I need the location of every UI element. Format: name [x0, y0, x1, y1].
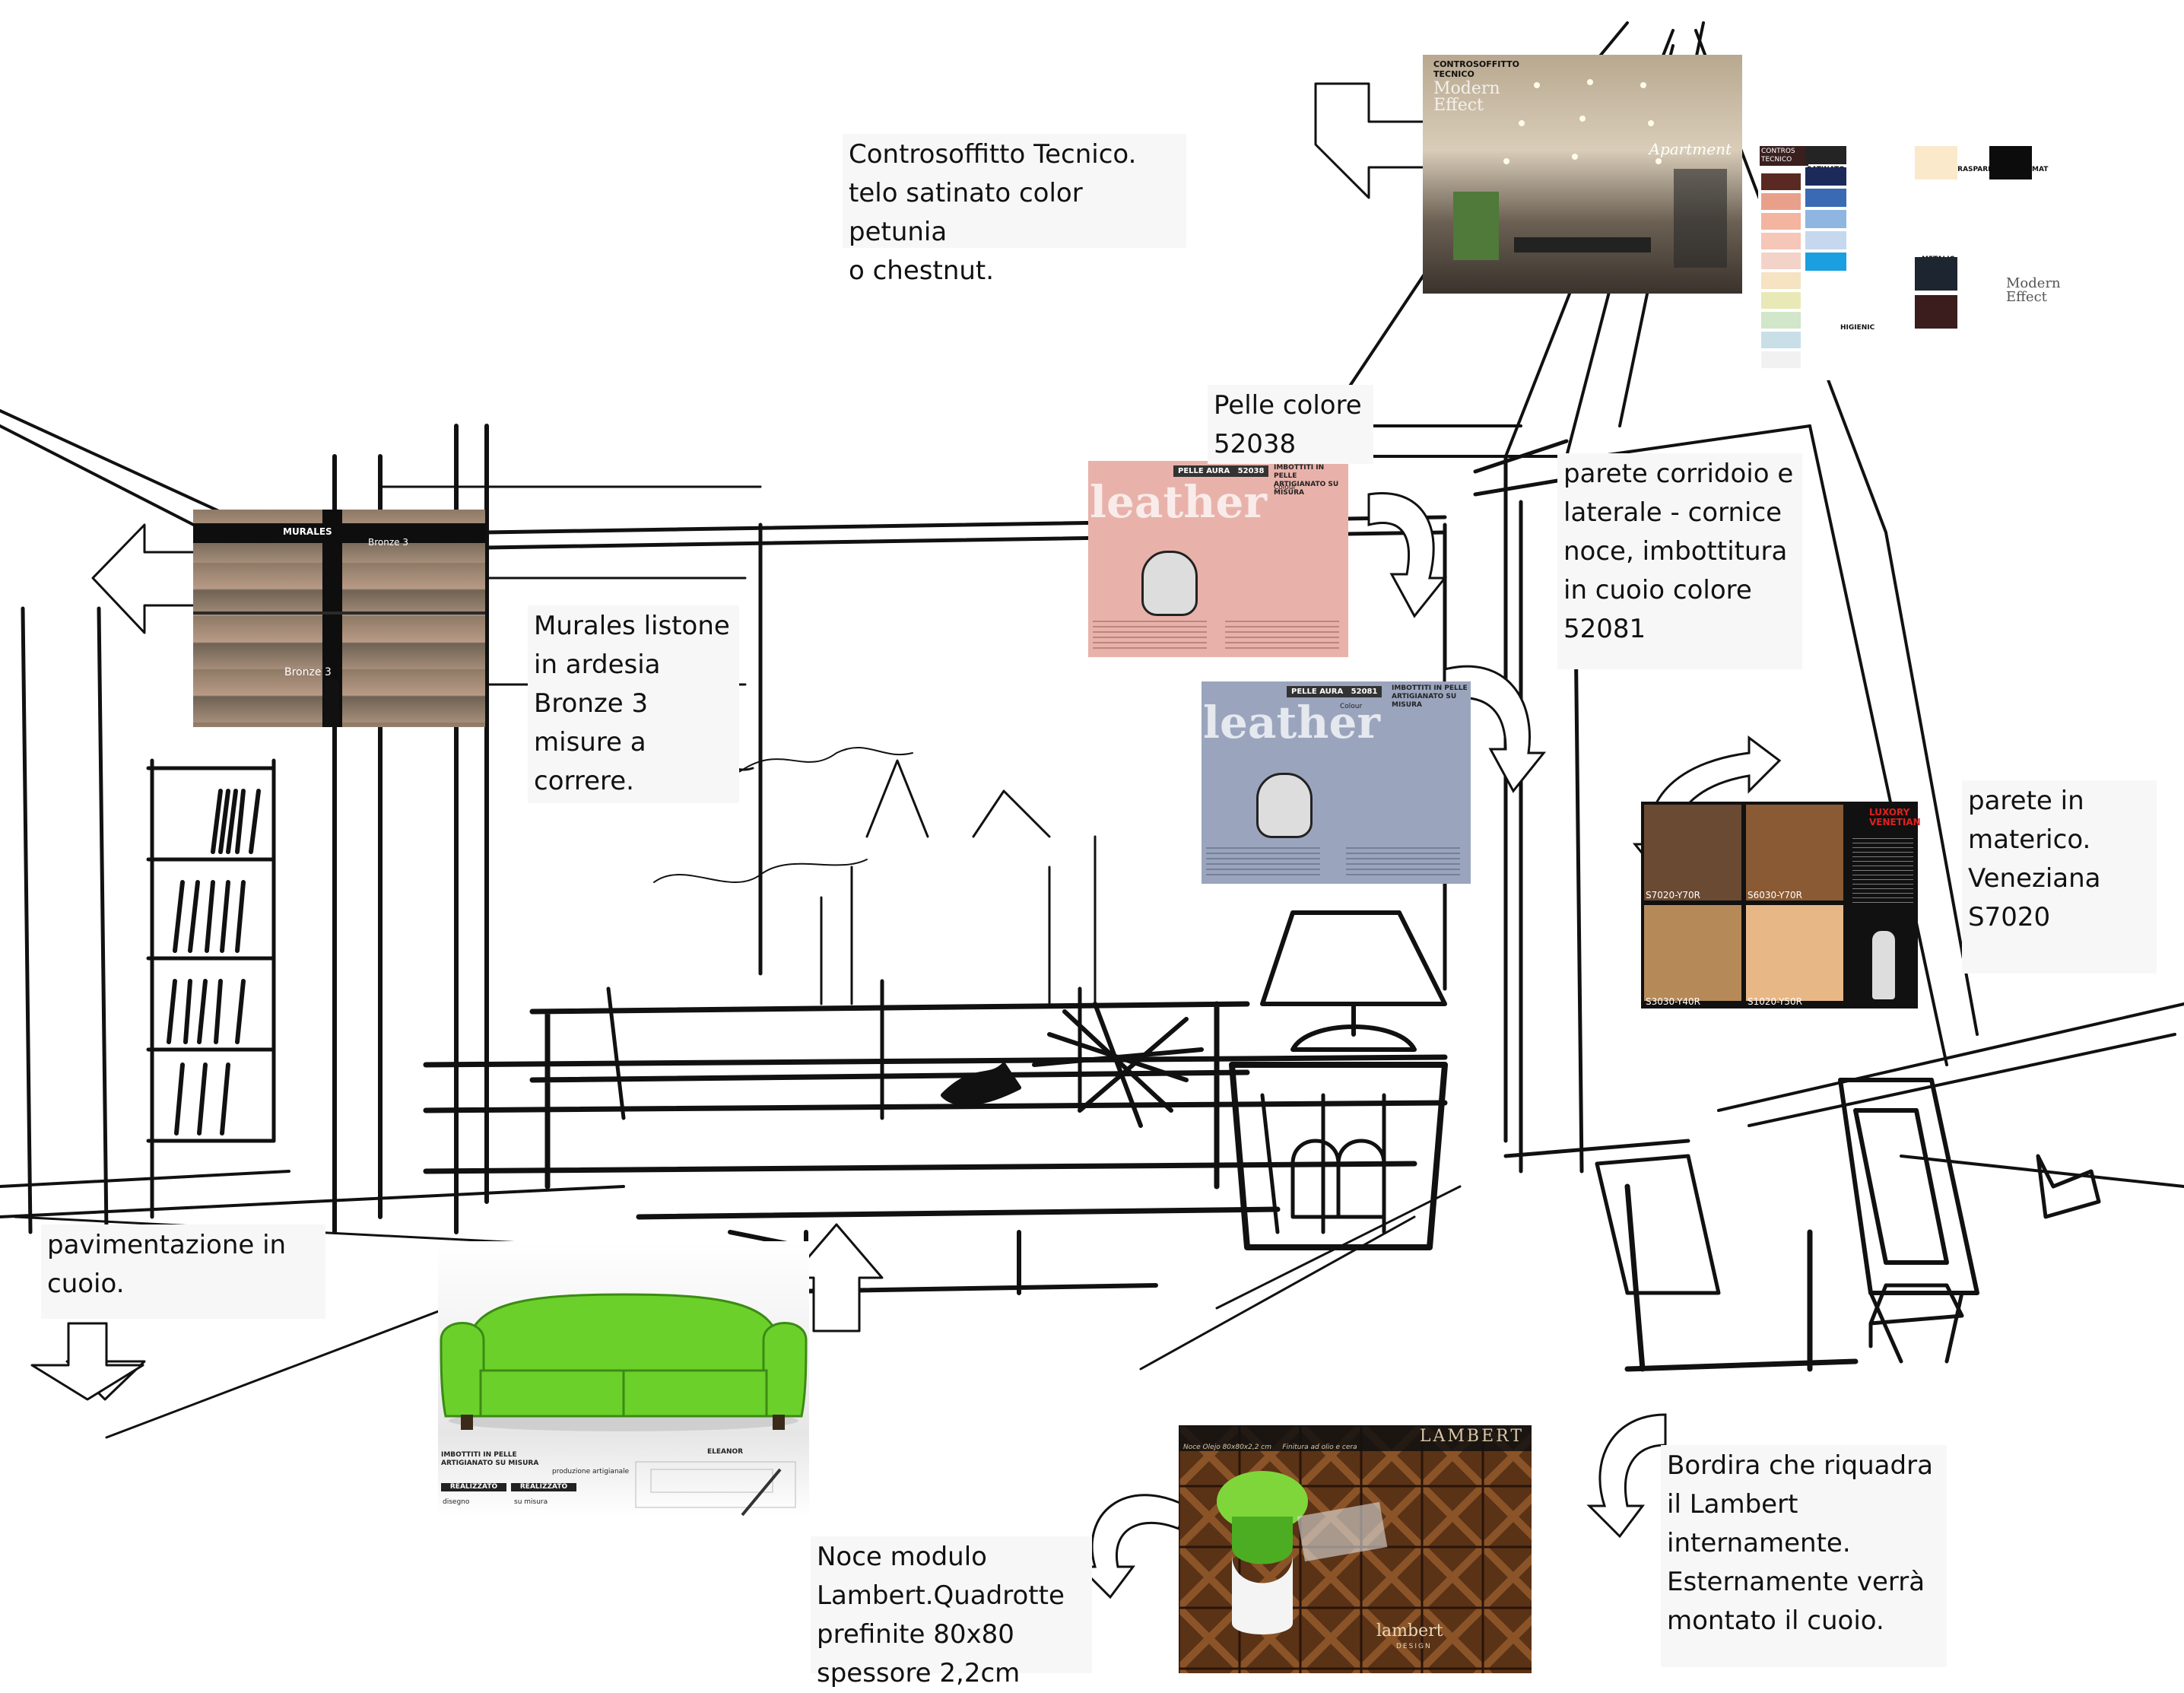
- murales-divider: [193, 611, 485, 615]
- sofa-model: ELEANOR: [707, 1448, 744, 1456]
- sofa-production: produzione artigianale: [552, 1468, 630, 1475]
- leather-pink-textblock-2: [1225, 621, 1339, 651]
- note-leather-color: Pelle colore 52038: [1208, 385, 1373, 464]
- leather-blue-code: PELLE AURA 52081: [1287, 686, 1382, 697]
- swatch-color-chip: [1915, 295, 1957, 329]
- venetian-sample-2: [1746, 805, 1843, 900]
- sofa-illustration: [440, 1293, 808, 1517]
- lambert-logo-sub: DESIGN: [1396, 1643, 1432, 1650]
- venetian-sample-3: [1644, 905, 1741, 1001]
- murales-title: MURALES: [283, 526, 332, 537]
- swatch-brand: Modern Effect: [2006, 275, 2061, 305]
- leather-pink-code: PELLE AURA 52038: [1173, 465, 1269, 477]
- swatch-color-chip: [1805, 189, 1846, 207]
- lambert-caption: Noce Olejo 80x80x2,2 cm Finitura ad olio…: [1183, 1444, 1357, 1451]
- swatch-color-chip: [1915, 146, 1957, 179]
- venetian-brand: LUXORY VENETIAN: [1869, 807, 1921, 827]
- leather-blue-face: [1256, 773, 1313, 838]
- note-border: Bordira che riquadra il Lambert internam…: [1661, 1445, 1947, 1667]
- leather-pink-header: IMBOTTITI IN PELLE ARTIGIANATO SU MISURA: [1274, 464, 1339, 497]
- swatch-color-chip: [1761, 292, 1801, 309]
- note-walnut: Noce modulo Lambert.Quadrotte prefinite …: [811, 1536, 1092, 1688]
- lambert-brand: LAMBERT: [1419, 1427, 1524, 1446]
- swatch-col-trasparent: TRASPARENT: [1953, 166, 2004, 173]
- swatch-color-chip: [1761, 351, 1801, 368]
- swatch-grid: [1761, 146, 2032, 368]
- note-corridor-wall: parete corridoio e laterale - cornice no…: [1557, 453, 1802, 669]
- ceiling-card-title: CONTROSOFFITTO TECNICO: [1433, 59, 1519, 79]
- sofa-tag-1: REALIZZATO: [441, 1483, 506, 1491]
- murales-slate-card: MURALES Bronze 3 Bronze 3: [193, 510, 485, 727]
- parquet-pattern: [1179, 1425, 1532, 1673]
- swatch-color-chip: [1805, 253, 1846, 271]
- leather-pink-word: leather: [1090, 476, 1267, 528]
- venetian-label-3: S3030-Y40R: [1646, 996, 1700, 1007]
- sofa-tag-2: REALIZZATO: [511, 1483, 576, 1491]
- leather-pink-textblock: [1093, 621, 1207, 651]
- lambert-logo: lambert: [1376, 1622, 1443, 1641]
- leather-blue-sub: Colour: [1340, 703, 1363, 710]
- swatch-color-chip: [1805, 210, 1846, 228]
- leather-blue-textblock: [1206, 847, 1320, 878]
- swatch-header: CONTROS TECNICO: [1760, 146, 1808, 166]
- venetian-sample-4: [1746, 905, 1843, 1001]
- leather-blue-textblock-2: [1346, 847, 1460, 878]
- venetian-label-1: S7020-Y70R: [1646, 890, 1700, 900]
- note-venetian-wall: parete in materico. Veneziana S7020: [1962, 780, 2157, 974]
- swatch-color-chip: [1805, 146, 1846, 164]
- sofa-tag-1-sub: disegno: [443, 1498, 470, 1506]
- note-murales: Murales listone in ardesia Bronze 3 misu…: [528, 605, 739, 803]
- venetian-worker-figure: [1872, 931, 1895, 999]
- swatch-color-chip: [1761, 332, 1801, 348]
- venetian-sample-1: [1644, 805, 1741, 900]
- swatch-color-chip: [1761, 253, 1801, 269]
- leather-pink-face: [1141, 551, 1198, 616]
- leather-blue-word: leather: [1203, 697, 1380, 748]
- leather-blue-header: IMBOTTITI IN PELLE ARTIGIANATO SU MISURA: [1392, 685, 1468, 709]
- swatch-color-chip: [1761, 173, 1801, 190]
- lambert-floor-card: LAMBERT Noce Olejo 80x80x2,2 cm Finitura…: [1179, 1425, 1532, 1673]
- swatch-col-mat: MAT: [2032, 166, 2049, 173]
- swatch-color-chip: [1761, 213, 1801, 230]
- sofa-tag-2-sub: su misura: [514, 1498, 548, 1506]
- swatch-color-chip: [1761, 233, 1801, 249]
- swatch-color-chip: [1915, 257, 1957, 291]
- ceiling-light-dots: [1453, 79, 1727, 268]
- note-floor: pavimentazione in cuoio.: [41, 1224, 325, 1319]
- ceiling-card-label: Apartment: [1649, 140, 1732, 158]
- leather-pink-card: PELLE AURA 52038 IMBOTTITI IN PELLE ARTI…: [1088, 461, 1348, 657]
- green-sofa-card: IMBOTTITI IN PELLE ARTIGIANATO SU MISURA…: [438, 1241, 809, 1517]
- leather-blue-card: PELLE AURA 52081 IMBOTTITI IN PELLE ARTI…: [1202, 681, 1471, 884]
- leather-pink-sub: Colour: [1274, 484, 1297, 491]
- swatch-color-chip: [1805, 167, 1846, 186]
- murales-bottom-label: Bronze 3: [284, 666, 332, 678]
- venetian-plaster-card: S7020-Y70R S6030-Y70R S3030-Y40R S1020-Y…: [1641, 802, 1921, 1008]
- swatch-color-chip: [1989, 146, 2032, 179]
- sofa-title: IMBOTTITI IN PELLE ARTIGIANATO SU MISURA: [441, 1451, 539, 1467]
- murales-subtitle: Bronze 3: [368, 537, 408, 548]
- swatch-color-chip: [1761, 312, 1801, 329]
- venetian-label-4: S1020-Y50R: [1748, 996, 1802, 1007]
- venetian-brand-text-block: [1852, 838, 1913, 907]
- swatch-color-chip: [1805, 231, 1846, 249]
- ceiling-swatch-card: CONTROS TECNICO SATINATO TRASPARENT MAT …: [1758, 143, 2071, 380]
- venetian-label-2: S6030-Y70R: [1748, 890, 1802, 900]
- swatch-color-chip: [1761, 193, 1801, 210]
- murales-figure: [324, 678, 339, 727]
- swatch-color-chip: [1761, 272, 1801, 289]
- note-ceiling: Controsoffitto Tecnico. telo satinato co…: [843, 134, 1186, 286]
- swatch-col-higienic: HIGIENIC: [1840, 324, 1875, 332]
- ceiling-card-brand: Modern Effect: [1433, 79, 1500, 115]
- ceiling-photo-card: CONTROSOFFITTO TECNICO Modern Effect Apa…: [1423, 55, 1742, 294]
